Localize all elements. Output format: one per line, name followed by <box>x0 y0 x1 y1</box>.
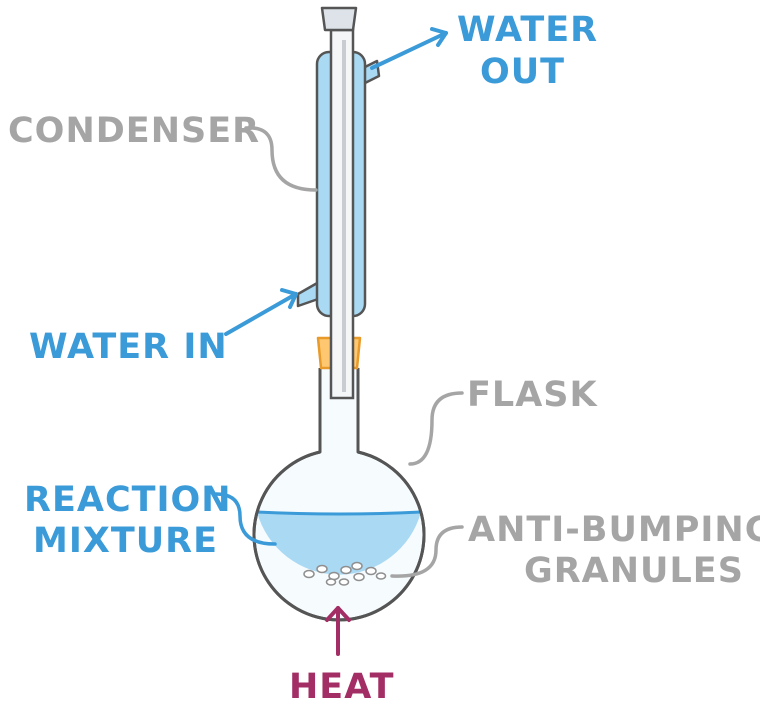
water-out-arrow <box>370 27 448 70</box>
round-bottom-flask <box>252 368 426 622</box>
water-out-label-line2: OUT <box>480 52 565 92</box>
condenser <box>296 6 381 400</box>
condenser-top-stopper <box>320 6 358 32</box>
anti-bumping-granules <box>303 561 387 586</box>
reaction-mixture-label-line1: REACTION <box>24 480 232 520</box>
heat-arrow <box>325 606 351 656</box>
heat-label: HEAT <box>289 667 394 707</box>
liquid-surface <box>256 510 422 516</box>
water-in-arrow <box>224 288 298 336</box>
water-in-label: WATER IN <box>29 327 228 367</box>
reaction-mixture-leader <box>214 492 277 546</box>
flask-label: FLASK <box>467 375 599 415</box>
reaction-mixture-liquid <box>257 512 421 575</box>
condenser-label: CONDENSER <box>8 111 260 151</box>
reaction-mixture-label-line2: MIXTURE <box>33 521 218 561</box>
water-out-label-line1: WATER <box>457 10 598 50</box>
flask-leader <box>408 391 464 466</box>
anti-bumping-label-line2: GRANULES <box>524 551 744 591</box>
condenser-leader <box>244 126 318 192</box>
anti-bumping-label-line1: ANTI-BUMPING <box>468 510 760 550</box>
anti-bumping-leader <box>390 525 464 578</box>
